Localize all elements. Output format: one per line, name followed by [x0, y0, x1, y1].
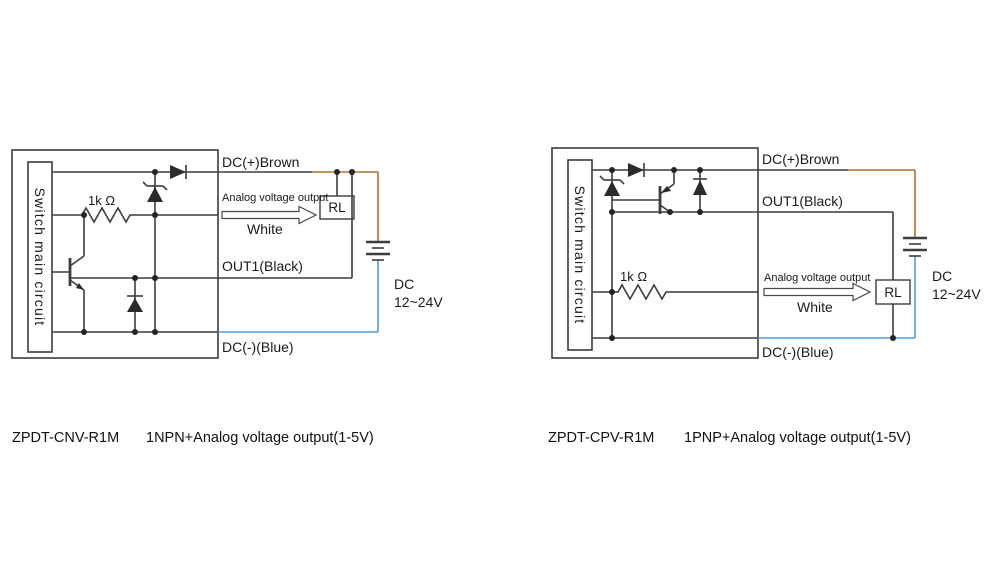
clamp-diode-icon: [127, 295, 143, 312]
white-wire-label: White: [247, 221, 283, 237]
supply-label-dc: DC: [394, 276, 414, 292]
pnp-diagram: Switch main circuit DC(+)Brown OUT1(Blac…: [548, 147, 981, 446]
npn-transistor-icon: [52, 215, 85, 332]
diode-icon: [628, 163, 645, 177]
resistor-icon: [592, 283, 758, 301]
switch-main-circuit-box: [27, 161, 53, 353]
dc-plus-label: DC(+)Brown: [222, 154, 299, 170]
supply-label-dc: DC: [932, 268, 952, 284]
switch-main-circuit-box: [567, 159, 593, 351]
zener-diode-icon: [142, 181, 168, 202]
npn-diagram: Switch main circuit DC(+)Brown OUT1(Blac…: [11, 149, 443, 446]
analog-output-arrow: [763, 282, 872, 302]
resistor-icon: [52, 206, 218, 224]
analog-output-arrow: [221, 205, 318, 225]
pnp-transistor-icon: [612, 170, 675, 214]
dc-minus-label: DC(-)(Blue): [762, 344, 834, 360]
description-caption: 1PNP+Analog voltage output(1-5V): [684, 430, 911, 446]
resistor-value-label: 1k Ω: [620, 269, 647, 284]
description-caption: 1NPN+Analog voltage output(1-5V): [146, 430, 374, 446]
resistor-value-label: 1k Ω: [88, 193, 115, 208]
junction-dots: [609, 167, 896, 341]
battery-icon: [903, 236, 927, 257]
switch-main-circuit-label: Switch main circuit: [32, 188, 48, 327]
model-caption: ZPDT-CPV-R1M: [548, 430, 654, 446]
out1-label: OUT1(Black): [762, 193, 843, 209]
rl-label: RL: [884, 285, 902, 300]
diode-icon: [170, 165, 187, 179]
dc-plus-label: DC(+)Brown: [762, 151, 839, 167]
dc-minus-label: DC(-)(Blue): [222, 339, 294, 355]
switch-main-circuit-label: Switch main circuit: [572, 186, 588, 325]
supply-label-voltage: 12~24V: [932, 286, 981, 302]
white-wire-label: White: [797, 299, 833, 315]
supply-label-voltage: 12~24V: [394, 294, 443, 310]
model-caption: ZPDT-CNV-R1M: [12, 430, 119, 446]
analog-output-label: Analog voltage output: [764, 272, 870, 284]
analog-output-label: Analog voltage output: [222, 192, 328, 204]
circuit-outline-box: [11, 149, 219, 359]
battery-icon: [366, 240, 390, 261]
junction-dots: [81, 169, 355, 335]
out1-label: OUT1(Black): [222, 258, 303, 274]
circuit-outline-box: [551, 147, 759, 359]
protection-diode-icon: [693, 178, 707, 195]
rl-label: RL: [328, 200, 346, 215]
rl-load-box: [319, 195, 355, 220]
zener-diode-icon: [599, 175, 625, 196]
